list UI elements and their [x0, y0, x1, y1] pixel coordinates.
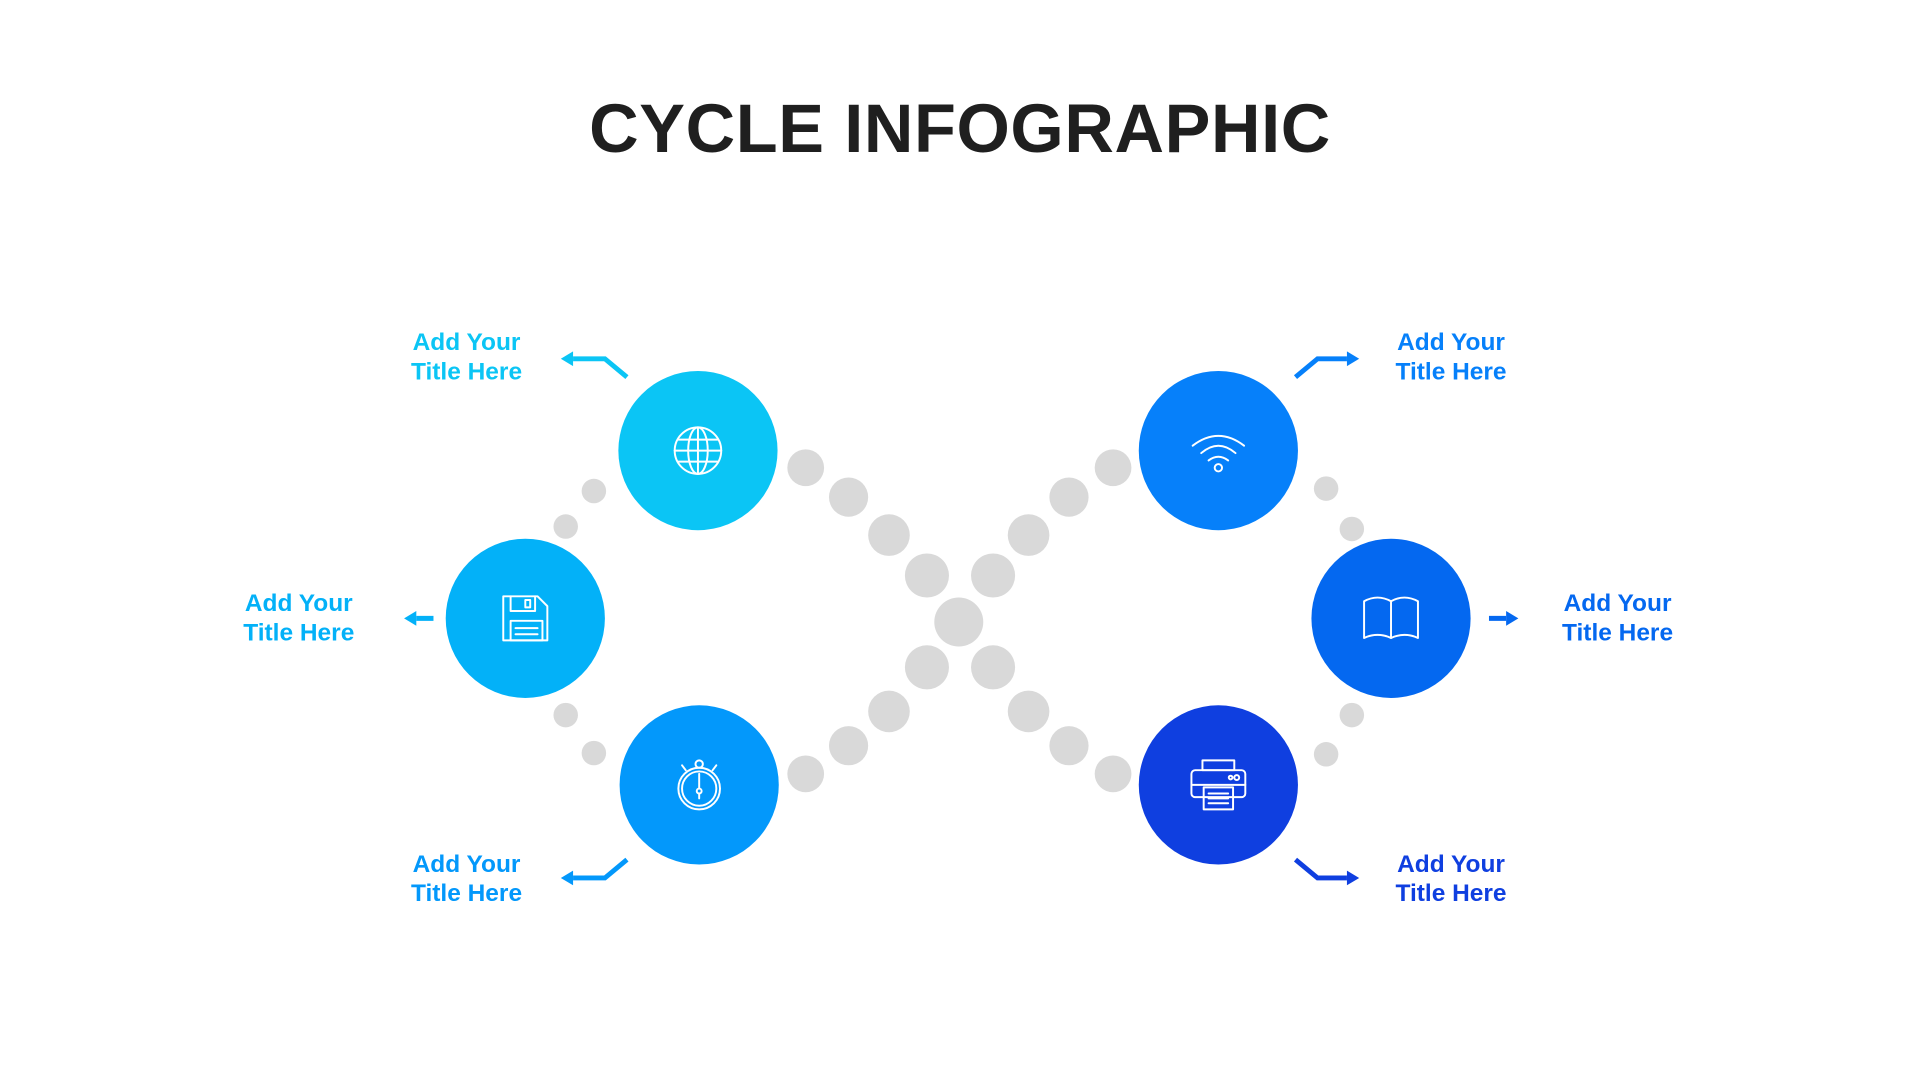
- arrow-head-icon: [560, 351, 574, 367]
- arrow-line: [1293, 857, 1347, 881]
- book-icon: [1363, 596, 1419, 639]
- connector-dot: [1049, 477, 1089, 517]
- arrow-line: [1293, 356, 1347, 380]
- arrow-head-icon: [1506, 611, 1519, 626]
- connector-dot: [787, 755, 825, 793]
- printer-icon: [1190, 759, 1247, 811]
- stopwatch-icon: [677, 759, 721, 811]
- connector-dot: [868, 690, 910, 733]
- connector-dot: [1339, 702, 1365, 728]
- connector-dot: [904, 553, 949, 598]
- step-title-line1: Add Your: [245, 590, 353, 617]
- step-title-line1: Add Your: [1564, 590, 1672, 617]
- step-title-line1: Add Your: [1397, 329, 1505, 356]
- connector-dot: [971, 553, 1016, 598]
- connector-dot: [1007, 690, 1050, 733]
- arrow-head-icon: [1346, 351, 1360, 367]
- connector-dot: [1313, 476, 1339, 501]
- arrow-line: [573, 857, 629, 881]
- arrow-line: [573, 356, 629, 380]
- connector-dot: [553, 702, 578, 728]
- connector-dot: [828, 726, 869, 766]
- connector-dot: [1339, 516, 1365, 542]
- floppy-disk-icon: [502, 595, 549, 642]
- step-circle: [445, 538, 605, 698]
- connector-dot: [828, 477, 869, 517]
- connector-dot: [1007, 514, 1050, 556]
- step-title-line1: Add Your: [1397, 851, 1505, 878]
- step-title-line2: Title Here: [1395, 359, 1506, 386]
- step-title-line2: Title Here: [1562, 619, 1673, 646]
- connector-dot: [934, 597, 984, 647]
- connector-dot: [904, 645, 949, 690]
- connector-dot: [787, 449, 825, 487]
- page-title: CYCLE INFOGRAPHIC: [589, 90, 1331, 167]
- connector-dot: [581, 478, 607, 504]
- connector-dot: [581, 740, 607, 766]
- step-title-line2: Title Here: [411, 359, 522, 386]
- step-title-line2: Title Here: [243, 619, 354, 646]
- step-title-line2: Title Here: [1395, 880, 1506, 907]
- wifi-icon: [1191, 434, 1246, 473]
- arrow-head-icon: [404, 611, 417, 626]
- connector-dot: [1049, 726, 1089, 766]
- connector-dots: [553, 449, 1365, 793]
- connector-dot: [868, 514, 910, 556]
- arrow-head-icon: [560, 870, 574, 886]
- arrow-head-icon: [1346, 870, 1360, 886]
- step-circle: [1138, 371, 1298, 531]
- connector-dot: [1094, 755, 1132, 793]
- step-title-line2: Title Here: [411, 880, 522, 907]
- step-title-line1: Add Your: [413, 329, 521, 356]
- connector-dot: [553, 514, 578, 539]
- connector-dot: [971, 645, 1016, 690]
- globe-icon: [673, 426, 723, 475]
- step-title-line1: Add Your: [413, 851, 521, 878]
- connector-dot: [1313, 742, 1339, 767]
- connector-dot: [1094, 449, 1132, 487]
